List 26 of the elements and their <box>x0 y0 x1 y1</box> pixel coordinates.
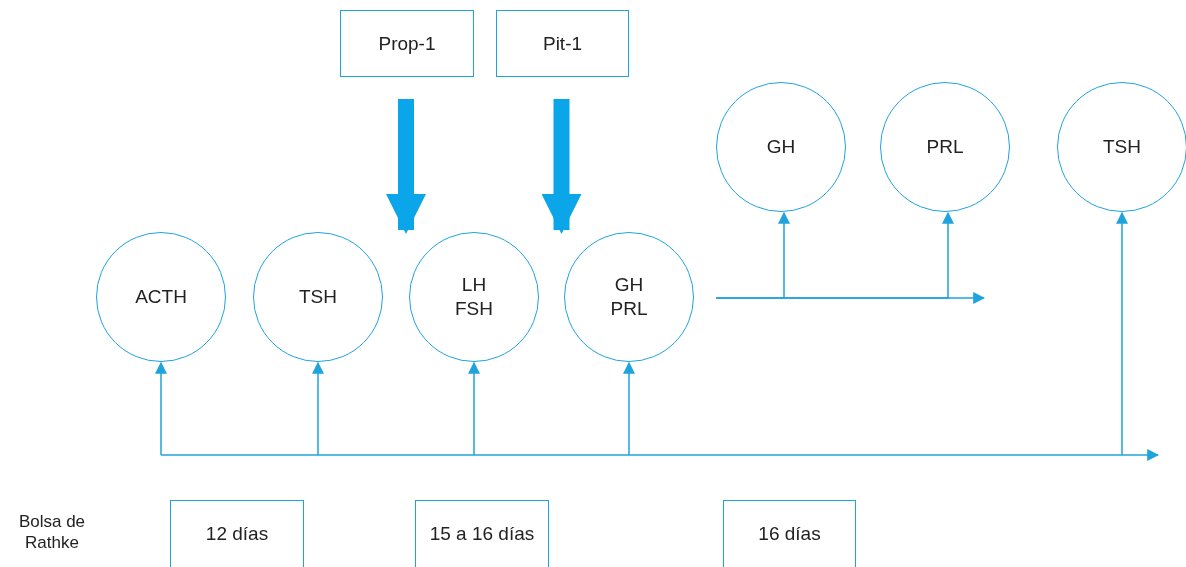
node-label: LH FSH <box>454 273 494 321</box>
day-box <box>415 500 549 567</box>
day-box <box>723 500 856 567</box>
arrow <box>386 99 426 234</box>
node-label: ACTH <box>134 285 188 309</box>
arrow <box>715 211 954 299</box>
arrow <box>155 361 167 456</box>
node-label: 12 días <box>205 522 269 546</box>
day-box <box>170 500 304 567</box>
node-label: 15 a 16 días <box>429 522 535 546</box>
node-label: Prop-1 <box>378 31 436 56</box>
arrow <box>541 99 582 234</box>
node-label: PRL <box>925 135 965 159</box>
node-label: TSH <box>1102 135 1142 159</box>
stage-label: Bolsa de Rathke <box>17 510 87 554</box>
node-label: GH <box>765 135 797 159</box>
node-label: 16 días <box>758 522 821 546</box>
node-label: TSH <box>298 285 338 309</box>
factor-box <box>496 10 629 77</box>
arrow <box>468 361 480 456</box>
factor-box <box>340 10 474 77</box>
node-label: Pit-1 <box>542 31 583 56</box>
node-label: GH PRL <box>609 273 649 321</box>
arrow <box>312 361 324 456</box>
arrow <box>1116 211 1128 456</box>
arrow <box>623 361 635 456</box>
